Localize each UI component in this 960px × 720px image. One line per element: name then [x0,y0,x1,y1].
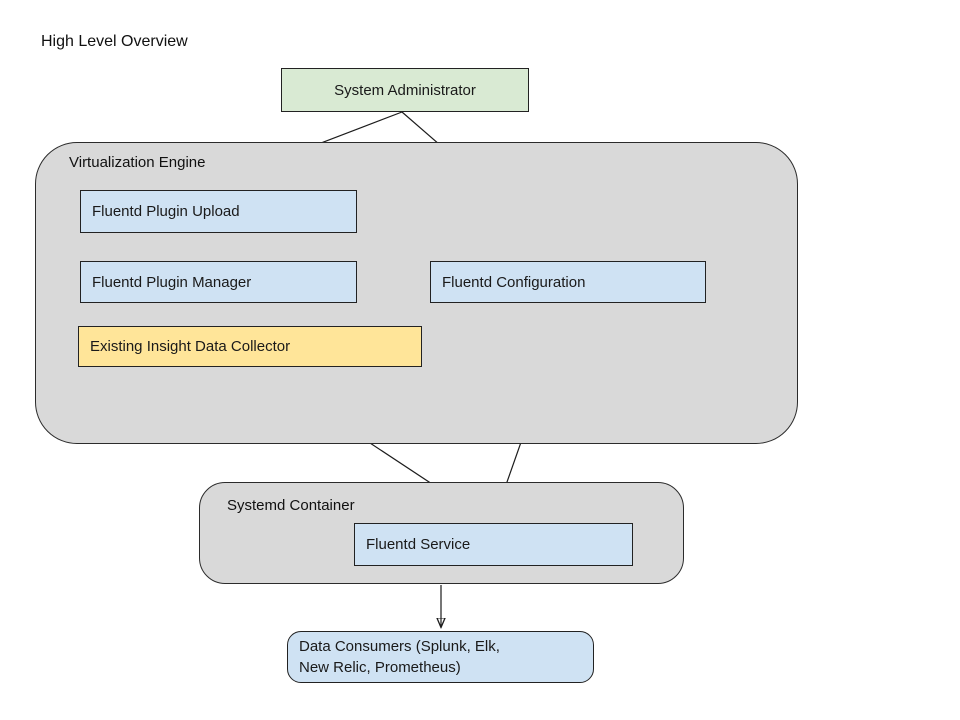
node-existing-insight-data-collector-label: Existing Insight Data Collector [90,338,291,355]
page-title: High Level Overview [41,33,188,50]
node-data-consumers: Data Consumers (Splunk, Elk, New Relic, … [287,631,594,683]
node-fluentd-configuration: Fluentd Configuration [430,261,706,303]
container-virtualization-engine-label: Virtualization Engine [69,154,206,171]
node-fluentd-plugin-manager-label: Fluentd Plugin Manager [92,273,252,291]
node-fluentd-plugin-manager: Fluentd Plugin Manager [80,261,357,303]
node-system-administrator: System Administrator [281,68,529,112]
container-systemd-label: Systemd Container [227,497,355,514]
node-data-consumers-label: Data Consumers (Splunk, Elk, New Relic, … [299,638,500,676]
node-system-administrator-label: System Administrator [334,81,476,99]
node-fluentd-plugin-upload-label: Fluentd Plugin Upload [92,203,240,220]
node-fluentd-service: Fluentd Service [354,523,633,566]
node-fluentd-service-label: Fluentd Service [366,536,471,553]
node-fluentd-configuration-label: Fluentd Configuration [442,273,586,291]
node-existing-insight-data-collector: Existing Insight Data Collector [78,326,422,367]
node-fluentd-plugin-upload: Fluentd Plugin Upload [80,190,357,233]
